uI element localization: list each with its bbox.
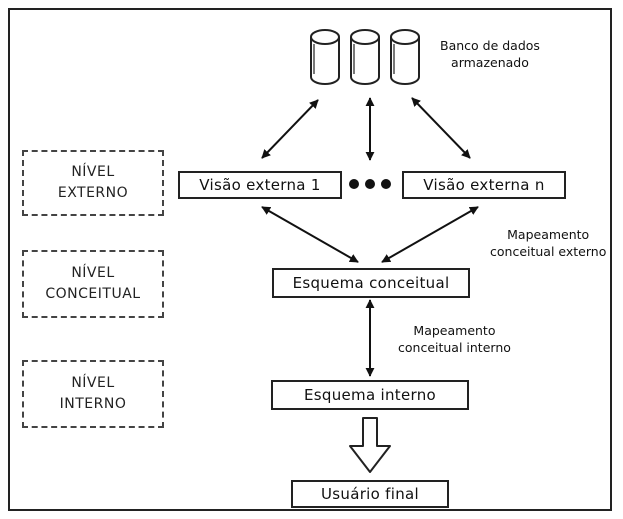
mapping-interno-label: Mapeamento conceitual interno [398,322,511,356]
arrow-db-to-viewN [411,97,471,159]
ellipsis-dots [349,179,391,189]
database-cylinder-1-icon [310,29,340,85]
mapping-externo-line1: Mapeamento [507,227,590,242]
level-conceitual-line1: NÍVEL [71,265,115,281]
mapping-interno-line1: Mapeamento [413,323,496,338]
arrow-db-to-view1 [261,99,319,159]
external-view-n-box: Visão externa n [402,171,566,199]
dot-1 [349,179,359,189]
dot-2 [365,179,375,189]
end-user-box: Usuário final [291,480,449,508]
database-cylinder-3-icon [390,29,420,85]
conceptual-schema-box: Esquema conceitual [272,268,470,298]
level-interno-line1: NÍVEL [71,375,115,391]
database-label: Banco de dados armazenado [440,37,540,71]
level-interno-line2: INTERNO [59,396,127,412]
arrow-view1-to-conceitual [261,206,359,263]
database-label-line2: armazenado [451,55,529,70]
internal-schema-box: Esquema interno [271,380,469,410]
mapping-externo-line2: conceitual externo [490,244,607,259]
level-externo: NÍVEL EXTERNO [22,150,164,216]
level-externo-line2: EXTERNO [57,185,129,201]
level-conceitual-line2: CONCEITUAL [45,286,141,302]
arrow-viewN-to-conceitual [381,206,479,263]
level-externo-line1: NÍVEL [71,164,115,180]
hollow-down-arrow-icon [349,417,391,473]
level-conceitual: NÍVEL CONCEITUAL [22,250,164,318]
level-interno: NÍVEL INTERNO [22,360,164,428]
database-cylinder-2-icon [350,29,380,85]
database-label-line1: Banco de dados [440,38,540,53]
external-view-1-box: Visão externa 1 [178,171,342,199]
mapping-externo-label: Mapeamento conceitual externo [490,226,606,260]
mapping-interno-line2: conceitual interno [398,340,511,355]
dot-3 [381,179,391,189]
